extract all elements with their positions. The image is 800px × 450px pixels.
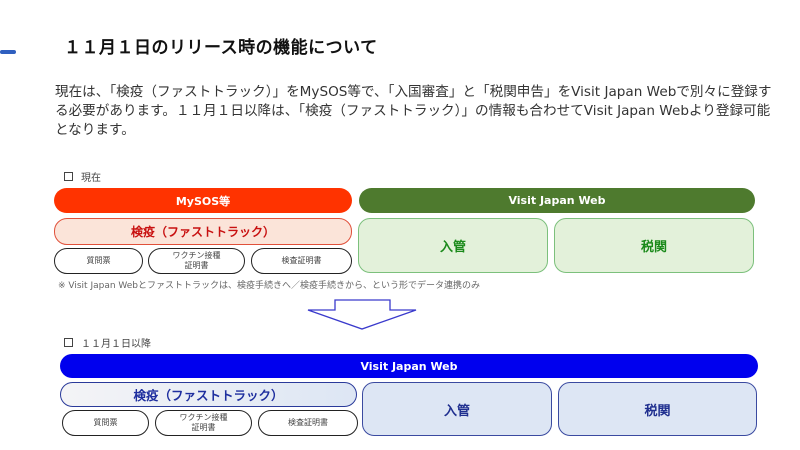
vjw-bar-current: Visit Japan Web — [359, 188, 755, 213]
accent-bar — [0, 50, 16, 54]
quarantine-box-after: 検疫（ファストトラック） — [60, 382, 357, 407]
down-arrow-icon — [307, 299, 417, 330]
quarantine-box-current: 検疫（ファストトラック） — [54, 218, 352, 245]
description: 現在は、「検疫（ファストトラック）」をMySOS等で、「入国審査」と「税関申告」… — [55, 84, 772, 138]
item-vaccine-cert: ワクチン接種 証明書 — [148, 248, 245, 274]
slide-title: １１月１日のリリース時の機能について — [64, 38, 378, 58]
note: ※ Visit Japan Webとファストトラックは、検疫手続きへ／検疫手続き… — [58, 281, 481, 291]
immigration-box-after: 入管 — [362, 382, 552, 436]
section-label: 現在 — [81, 173, 101, 184]
item-test-cert: 検査証明書 — [258, 410, 358, 436]
square-bullet-icon — [64, 338, 73, 347]
immigration-box-current: 入管 — [358, 218, 548, 273]
item-questionnaire: 質問票 — [62, 410, 149, 436]
section-current: 現在 — [64, 169, 101, 184]
section-label: １１月１日以降 — [81, 339, 151, 350]
item-test-cert: 検査証明書 — [251, 248, 352, 274]
customs-box-after: 税関 — [558, 382, 757, 436]
customs-box-current: 税関 — [554, 218, 754, 273]
section-after: １１月１日以降 — [64, 335, 151, 350]
square-bullet-icon — [64, 172, 73, 181]
vjw-bar-after: Visit Japan Web — [60, 354, 758, 378]
item-questionnaire: 質問票 — [54, 248, 143, 274]
item-vaccine-cert: ワクチン接種 証明書 — [155, 410, 252, 436]
mysos-bar: MySOS等 — [54, 188, 352, 213]
